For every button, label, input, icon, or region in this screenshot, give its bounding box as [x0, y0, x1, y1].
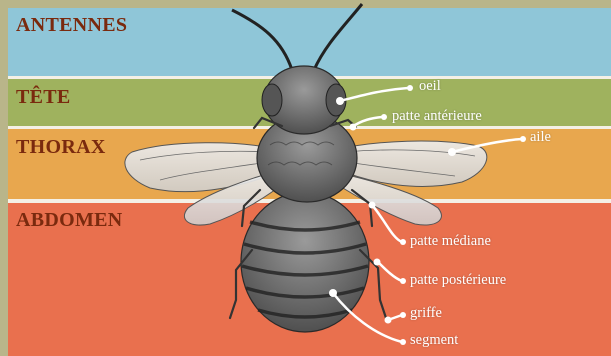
dot-patte-anterieure: [350, 124, 357, 131]
dot-segment-end: [400, 339, 406, 345]
dot-aile: [448, 148, 456, 156]
connector-oeil: [340, 88, 408, 101]
dot-patte-mediane: [369, 202, 376, 209]
callout-oeil: oeil: [419, 78, 441, 95]
dot-patte-anterieure-end: [381, 114, 387, 120]
connector-patte-anterieure: [352, 117, 382, 127]
callout-segment: segment: [410, 332, 458, 349]
dot-aile-end: [520, 136, 526, 142]
right-antenna: [314, 4, 362, 70]
dot-segment: [329, 289, 337, 297]
dot-oeil: [336, 97, 344, 105]
callout-aile: aile: [530, 129, 551, 146]
left-eye: [262, 84, 282, 116]
dot-griffe: [385, 317, 392, 324]
left-antenna: [232, 10, 292, 70]
callout-griffe: griffe: [410, 305, 442, 322]
callout-patte-posterieure: patte postérieure: [410, 272, 506, 289]
callout-patte-mediane: patte médiane: [410, 233, 491, 250]
connector-patte-posterieure: [378, 262, 402, 281]
dot-griffe-end: [400, 312, 406, 318]
dot-patte-posterieure: [374, 259, 381, 266]
dot-patte-posterieure-end: [400, 278, 406, 284]
callout-patte-anterieure: patte antérieure: [392, 108, 482, 125]
dot-oeil-end: [407, 85, 413, 91]
dot-patte-mediane-end: [400, 239, 406, 245]
